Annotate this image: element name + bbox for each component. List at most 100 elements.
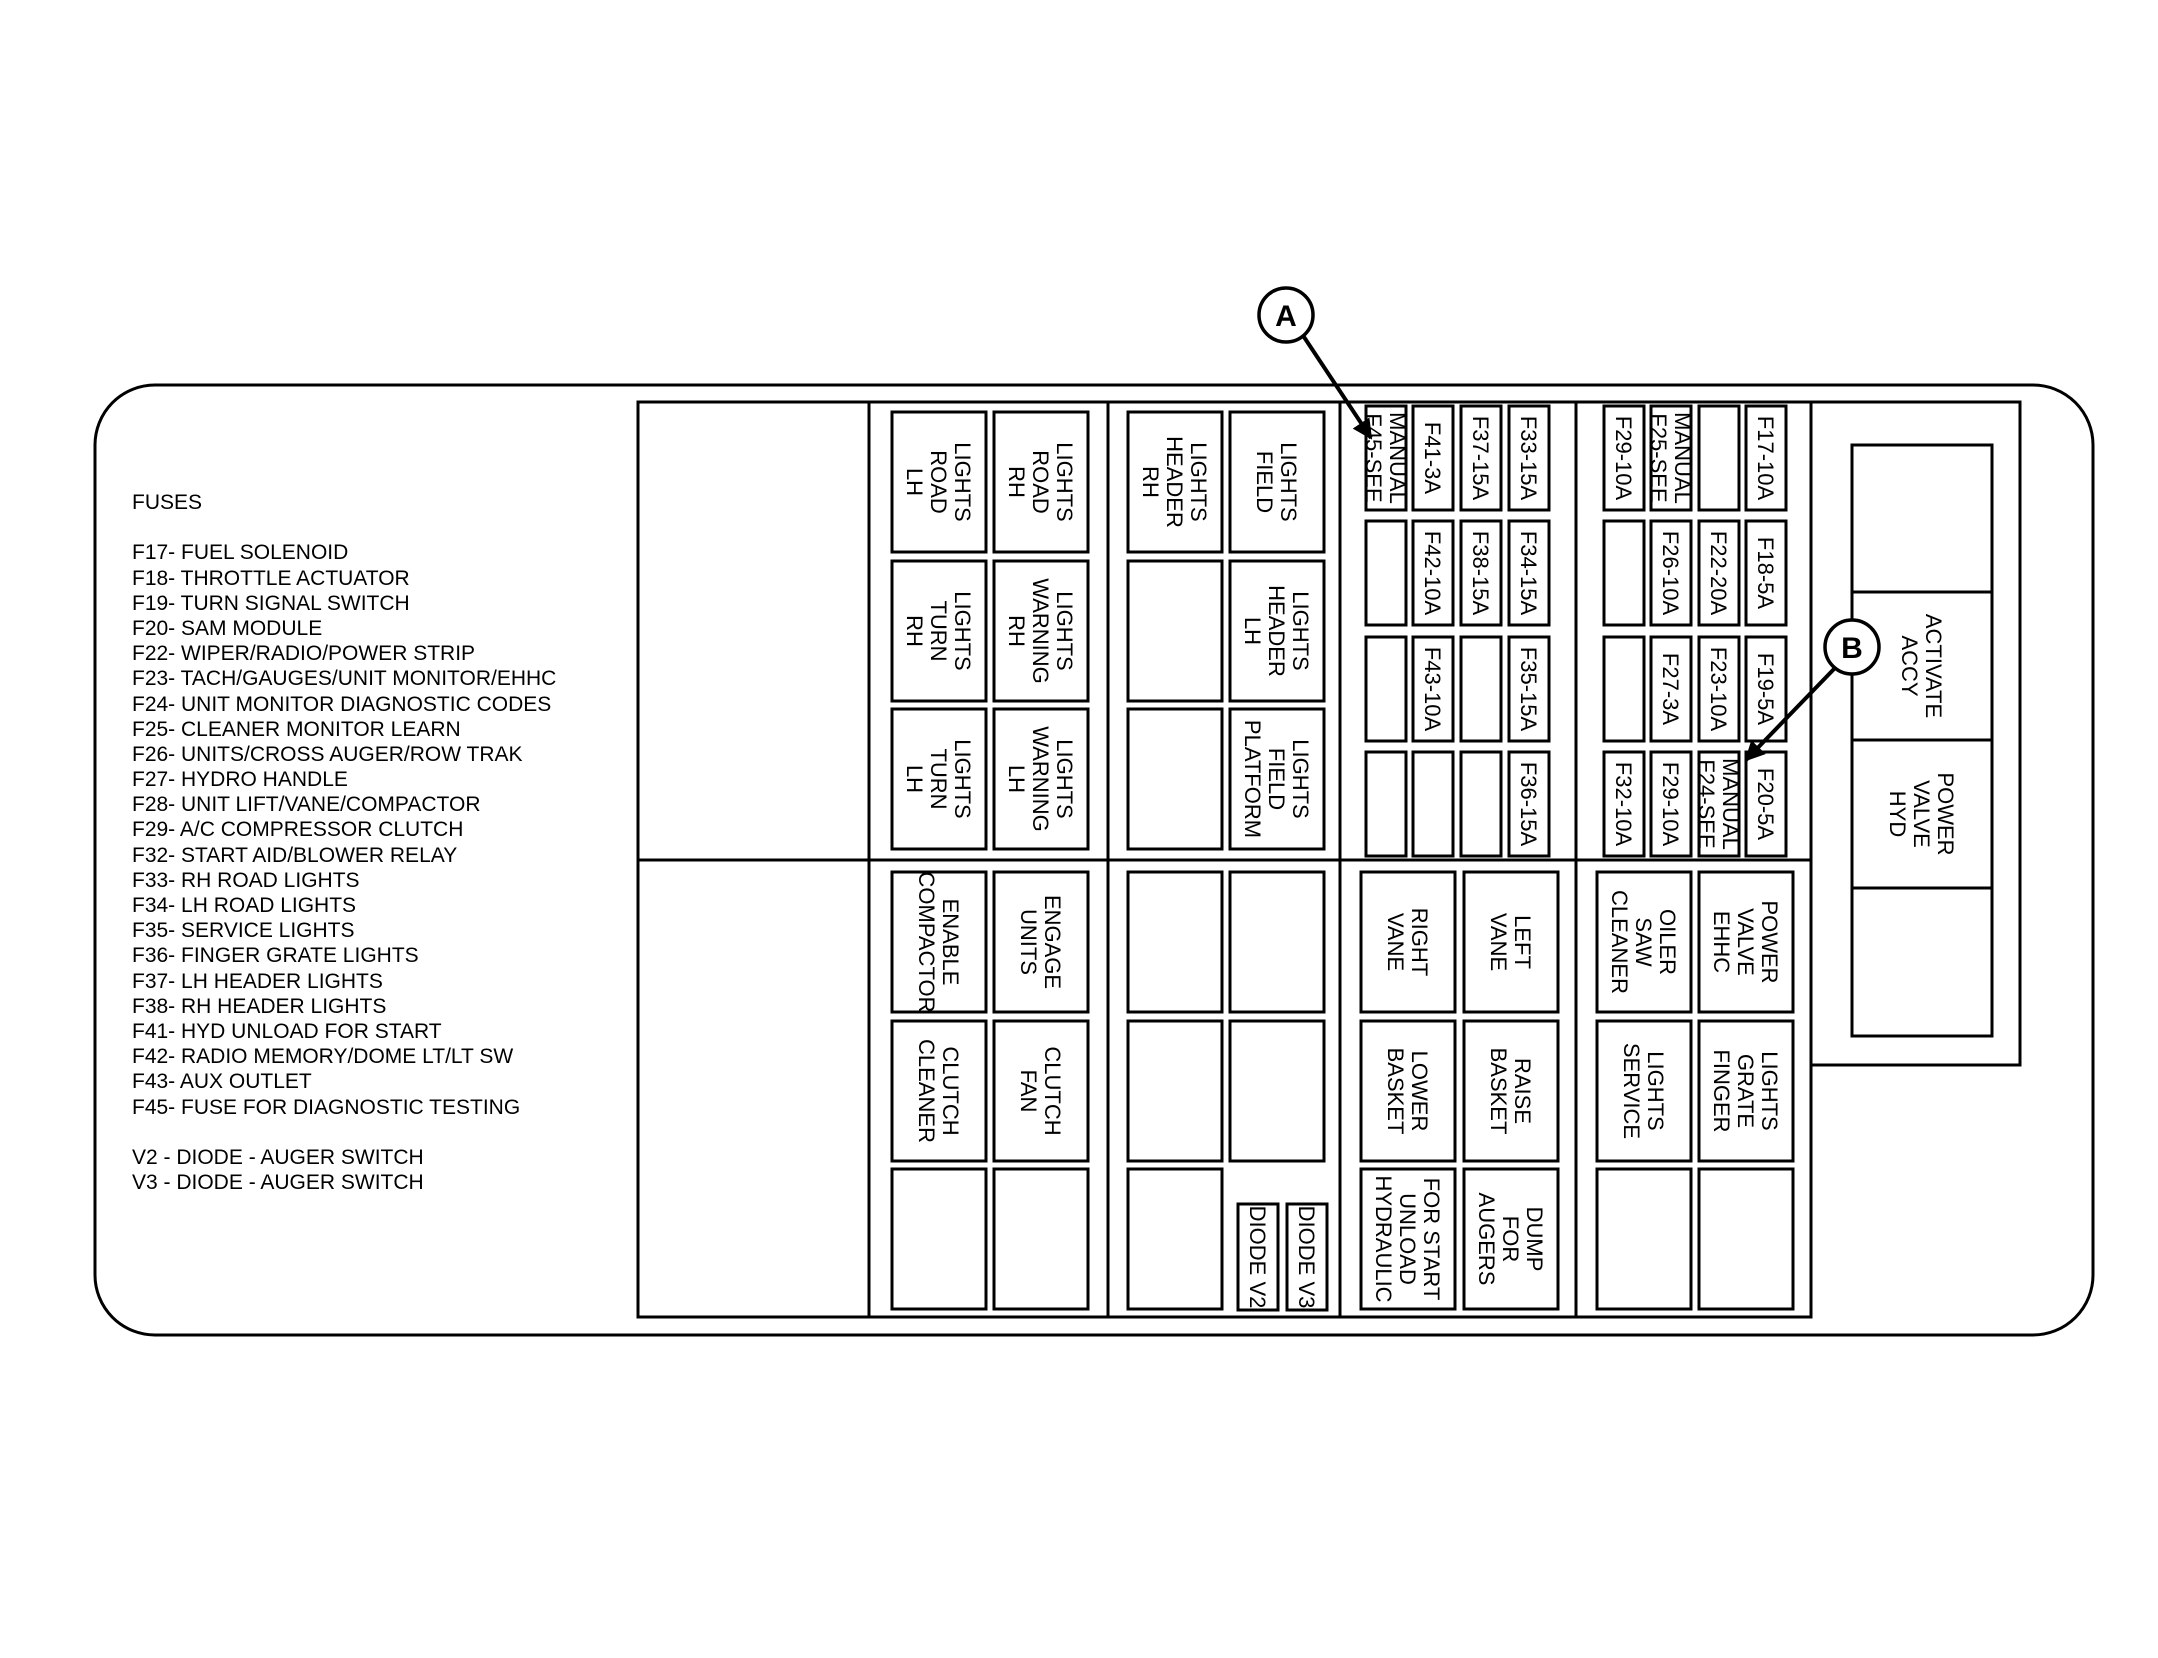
fuse-legend-item: F23- TACH/GAUGES/UNIT MONITOR/EHHC	[132, 667, 557, 691]
fuse-f35	[1507, 635, 1551, 743]
relay-lh-header-lights	[1228, 559, 1326, 703]
relay-lh-warning-lights-label-line: LIGHTS	[1052, 739, 1077, 818]
relay-cleaner-clutch-label: CLEANERCLUTCH	[914, 1039, 963, 1143]
fuse-legend-item: F32- START AID/BLOWER RELAY	[132, 843, 458, 867]
fuse-f20	[1744, 750, 1788, 858]
fuse-f20-label: F20-5A	[1753, 768, 1778, 840]
fuse-f38	[1459, 519, 1503, 627]
relay-hyd-valve-power-label: HYDVALVEPOWER	[1885, 772, 1958, 855]
relay-empty	[1126, 1167, 1224, 1311]
relay-basket-lower-label-line: LOWER	[1407, 1051, 1432, 1132]
relay-lh-warning-lights	[992, 707, 1090, 851]
relay-lh-header-lights-label: LHHEADERLIGHTS	[1240, 585, 1313, 677]
diode-legend-item: V3 - DIODE - AUGER SWITCH	[132, 1171, 424, 1195]
relay-hydraulic-unload-label-line: HYDRAULIC	[1371, 1175, 1396, 1302]
fuse-legend-item: F34- LH ROAD LIGHTS	[132, 894, 357, 917]
fuse-empty	[1364, 519, 1408, 627]
relay-service-lights-label-line: LIGHTS	[1643, 1051, 1668, 1130]
relay-platform-field-lights	[1228, 707, 1326, 851]
relay-augers-for-dump-label-line: FOR	[1498, 1216, 1523, 1262]
relay-accy-activate-label: ACCYACTIVATE	[1897, 614, 1946, 718]
fuse-f41-label: F41-3A	[1420, 422, 1445, 494]
relay-platform-field-lights-label: PLATFORMFIELDLIGHTS	[1240, 720, 1313, 838]
fuse-legend-item: F42- RADIO MEMORY/DOME LT/LT SW	[132, 1045, 514, 1069]
relay-lh-turn-lights-label-line: LIGHTS	[950, 739, 975, 818]
fuse-f43-label: F43-10A	[1420, 647, 1445, 732]
relay-basket-raise-label-line: BASKET	[1486, 1048, 1511, 1135]
fuse-f24-label-line: F24-SEE	[1694, 759, 1719, 848]
relay-cleaner-clutch	[890, 1019, 988, 1163]
relay-ehhc-valve-power-label-line: EHHC	[1709, 911, 1734, 973]
relay-hyd-valve-power-label-line: HYD	[1885, 791, 1910, 837]
relay-augers-for-dump-label: AUGERSFORDUMP	[1474, 1193, 1547, 1286]
callout-b-letter: B	[1841, 632, 1863, 665]
fuse-empty	[1364, 750, 1408, 858]
relay-ehhc-valve-power-label: EHHCVALVEPOWER	[1709, 900, 1782, 983]
component-boxes	[890, 404, 1994, 1312]
fuse-legend-item: F17- FUEL SOLENOID	[132, 541, 349, 565]
fuse-legend-item: F20- SAM MODULE	[132, 616, 323, 640]
relay-vane-right	[1359, 870, 1457, 1014]
fuse-f22-label-line: F22-20A	[1706, 531, 1731, 616]
relay-rh-road-lights	[992, 410, 1090, 554]
fuse-legend-item: F24- UNIT MONITOR DIAGNOSTIC CODES	[132, 692, 552, 716]
relay-service-lights	[1595, 1019, 1693, 1163]
fuse-f29	[1602, 404, 1646, 512]
relay-lh-warning-lights-label-line: LH	[1004, 765, 1029, 793]
relay-hydraulic-unload	[1359, 1167, 1457, 1311]
relay-vane-right-label: VANERIGHT	[1383, 908, 1432, 976]
relay-empty	[1126, 1019, 1224, 1163]
relay-rh-turn-lights-label-line: RH	[902, 615, 927, 647]
relay-fan-clutch-label-line: FAN	[1016, 1070, 1041, 1113]
relay-cleaner-saw-oiler-label-line: CLEANER	[1607, 890, 1632, 994]
fuse-f29-label-line: F29-10A	[1658, 762, 1683, 847]
fuse-f17-label: F17-10A	[1753, 416, 1778, 501]
relay-service-lights-label-line: SERVICE	[1619, 1043, 1644, 1139]
fuse-f20-label-line: F20-5A	[1753, 768, 1778, 840]
fuse-legend-item: F22- WIPER/RADIO/POWER STRIP	[132, 642, 476, 666]
fuse-legend-item: F27- HYDRO HANDLE	[132, 768, 348, 792]
relay-rh-road-lights-label-line: LIGHTS	[1052, 442, 1077, 521]
relay-rh-warning-lights-label-line: WARNING	[1028, 578, 1053, 684]
fuse-f32-label-line: F32-10A	[1611, 762, 1636, 847]
relay-lh-road-lights-label: LHROADLIGHTS	[902, 442, 975, 521]
relay-vane-left-label-line: VANE	[1486, 913, 1511, 971]
relay-lh-header-lights-label-line: HEADER	[1264, 585, 1289, 677]
fuse-f25-label-line: F25-SEE	[1646, 413, 1671, 502]
fuse-legend-item: F28- UNIT LIFT/VANE/COMPACTOR	[132, 793, 481, 817]
fuse-f36-label-line: F36-15A	[1516, 762, 1541, 847]
relay-rh-turn-lights	[890, 559, 988, 703]
relay-basket-raise-label-line: RAISE	[1510, 1058, 1535, 1124]
relay-finger-grate-lights-label-line: GRATE	[1733, 1054, 1758, 1128]
fuse-f26	[1649, 519, 1693, 627]
fuse-f29	[1649, 750, 1693, 858]
fuse-f23-label-line: F23-10A	[1706, 647, 1731, 732]
relay-finger-grate-lights-label-line: LIGHTS	[1757, 1051, 1782, 1130]
relay-compactor-enable-label-line: ENABLE	[938, 899, 963, 986]
relay-empty	[1126, 870, 1224, 1014]
relay-cleaner-saw-oiler	[1595, 870, 1693, 1014]
relay-hydraulic-unload-label: HYDRAULICUNLOADFOR START	[1371, 1175, 1444, 1302]
fuse-f33-label: F33-15A	[1516, 416, 1541, 501]
fuse-f41	[1411, 404, 1455, 512]
relay-platform-field-lights-label-line: PLATFORM	[1240, 720, 1265, 838]
fuse-f33	[1507, 404, 1551, 512]
relay-lh-road-lights-label-line: LH	[902, 468, 927, 496]
relay-hyd-valve-power-label-line: VALVE	[1909, 780, 1934, 848]
relay-basket-lower-label: BASKETLOWER	[1383, 1048, 1432, 1135]
fuse-f29-label: F29-10A	[1658, 762, 1683, 847]
legend-heading: FUSES	[132, 491, 203, 514]
relay-empty	[1228, 1019, 1326, 1163]
fuse-legend-item: F26- UNITS/CROSS AUGER/ROW TRAK	[132, 742, 523, 766]
diode-v2	[1236, 1202, 1280, 1312]
callout-b-arrow	[1744, 667, 1836, 762]
relay-ehhc-valve-power	[1697, 870, 1795, 1014]
fuse-f18-label-line: F18-5A	[1753, 537, 1778, 609]
fuse-legend-item: F18- THROTTLE ACTUATOR	[132, 566, 410, 590]
fuse-f17-label-line: F17-10A	[1753, 416, 1778, 501]
relay-rh-turn-lights-label-line: TURN	[926, 600, 951, 661]
fuse-f19-label: F19-5A	[1753, 653, 1778, 725]
relay-basket-lower	[1359, 1019, 1457, 1163]
diode-v2-label: DIODE V2	[1245, 1206, 1270, 1309]
